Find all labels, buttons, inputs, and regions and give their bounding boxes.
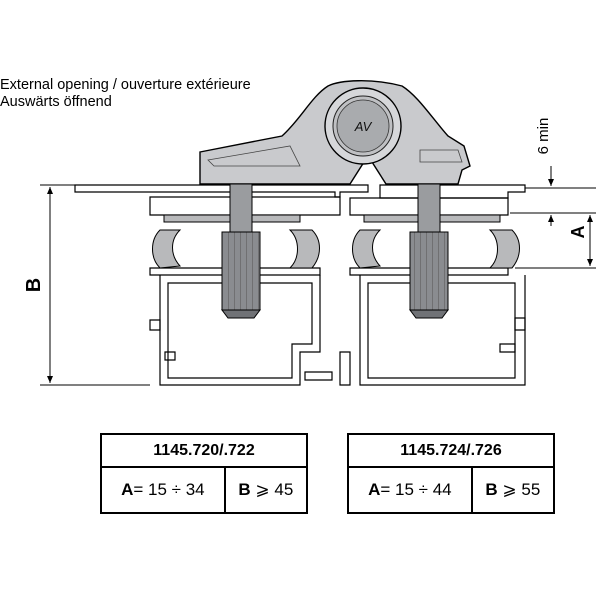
dimension-b-label: B xyxy=(23,278,45,292)
caption-line-2: Auswärts öffnend xyxy=(0,94,112,110)
dimension-a-label: A xyxy=(568,226,588,239)
model-number: 1145.720/.722 xyxy=(100,433,308,468)
spec-table-2: 1145.724/.726 A= 15 ÷ 44 B ⩾ 55 xyxy=(347,433,556,514)
dimension-b xyxy=(40,184,150,386)
caption-line-1: External opening / ouverture extérieure xyxy=(0,77,251,93)
a-range-cell: A= 15 ÷ 44 xyxy=(347,466,473,514)
model-number: 1145.724/.726 xyxy=(347,433,555,468)
left-gaskets xyxy=(152,214,320,269)
right-pin xyxy=(409,183,449,319)
dimension-a xyxy=(510,166,596,269)
gap-label: 6 min xyxy=(535,118,552,155)
a-range-cell: A= 15 ÷ 34 xyxy=(100,466,226,514)
hinge-logo: AV xyxy=(354,119,373,134)
right-profile xyxy=(304,184,526,386)
spec-table-1: 1145.720/.722 A= 15 ÷ 34 B ⩾ 45 xyxy=(100,433,309,514)
b-min-cell: B ⩾ 55 xyxy=(470,466,556,514)
hinge-body xyxy=(199,80,471,185)
left-pin xyxy=(221,183,261,319)
left-profile xyxy=(74,184,369,386)
b-min-cell: B ⩾ 45 xyxy=(223,466,309,514)
